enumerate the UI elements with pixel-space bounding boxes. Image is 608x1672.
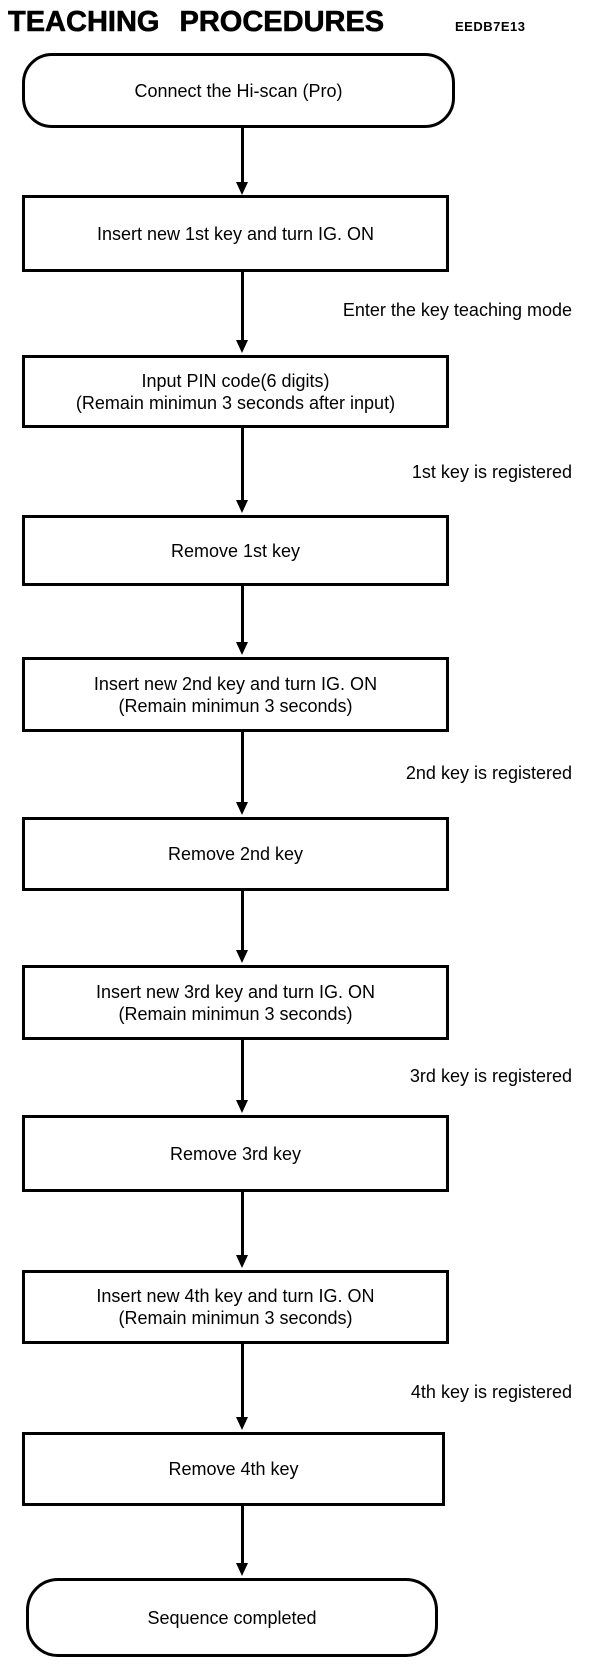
flow-arrow-down-icon	[236, 1040, 249, 1113]
node-label: Insert new 3rd key and turn IG. ON	[95, 981, 376, 1002]
node-insert-2nd-key: Insert new 2nd key and turn IG. ON (Rema…	[22, 657, 449, 732]
node-label: (Remain minimun 3 seconds)	[118, 1003, 353, 1024]
node-remove-1st-key: Remove 1st key	[22, 515, 449, 586]
node-label: Insert new 2nd key and turn IG. ON	[93, 673, 378, 694]
node-label: Remove 1st key	[170, 540, 301, 561]
document-code: EEDB7E13	[455, 19, 526, 34]
node-label: Insert new 4th key and turn IG. ON	[96, 1286, 375, 1306]
node-remove-4th-key: Remove 4th key	[22, 1432, 445, 1506]
flow-arrow-down-icon	[236, 732, 249, 815]
node-label: Remove 2nd key	[167, 844, 304, 864]
side-label-4th-key-registered: 4th key is registered	[410, 1382, 572, 1402]
node-label: Sequence completed	[147, 1607, 317, 1628]
node-insert-4th-key: Insert new 4th key and turn IG. ON (Rema…	[22, 1270, 449, 1344]
flow-arrow-down-icon	[236, 272, 249, 353]
page-title: TEACHING PROCEDURES	[8, 6, 385, 39]
flow-arrow-down-icon	[236, 1344, 249, 1430]
side-label-3rd-key-registered: 3rd key is registered	[409, 1066, 572, 1086]
node-remove-3rd-key: Remove 3rd key	[22, 1115, 449, 1192]
node-connect-hiscan: Connect the Hi-scan (Pro)	[22, 53, 455, 128]
node-label: Remove 4th key	[168, 1459, 299, 1479]
flow-arrow-down-icon	[236, 128, 249, 195]
node-insert-1st-key: Insert new 1st key and turn IG. ON	[22, 195, 449, 272]
node-input-pin-code: Input PIN code(6 digits) (Remain minimun…	[22, 355, 449, 428]
node-sequence-completed: Sequence completed	[26, 1578, 438, 1657]
flow-arrow-down-icon	[236, 586, 249, 655]
node-label: Connect the Hi-scan (Pro)	[134, 80, 343, 101]
node-label: Input PIN code(6 digits)	[141, 370, 330, 391]
node-label: (Remain minimun 3 seconds)	[118, 1308, 353, 1328]
flow-arrow-down-icon	[236, 428, 249, 513]
flow-arrow-down-icon	[236, 891, 249, 963]
flow-arrow-down-icon	[236, 1192, 249, 1268]
node-label: Remove 3rd key	[169, 1143, 302, 1164]
side-label-2nd-key-registered: 2nd key is registered	[405, 763, 572, 783]
node-label: (Remain minimun 3 seconds after input)	[75, 392, 396, 413]
node-label: (Remain minimun 3 seconds)	[118, 695, 353, 716]
node-remove-2nd-key: Remove 2nd key	[22, 817, 449, 891]
side-label-1st-key-registered: 1st key is registered	[411, 462, 572, 482]
flow-arrow-down-icon	[236, 1506, 249, 1576]
side-label-enter-teaching-mode: Enter the key teaching mode	[342, 300, 572, 320]
node-insert-3rd-key: Insert new 3rd key and turn IG. ON (Rema…	[22, 965, 449, 1040]
node-label: Insert new 1st key and turn IG. ON	[96, 223, 375, 244]
